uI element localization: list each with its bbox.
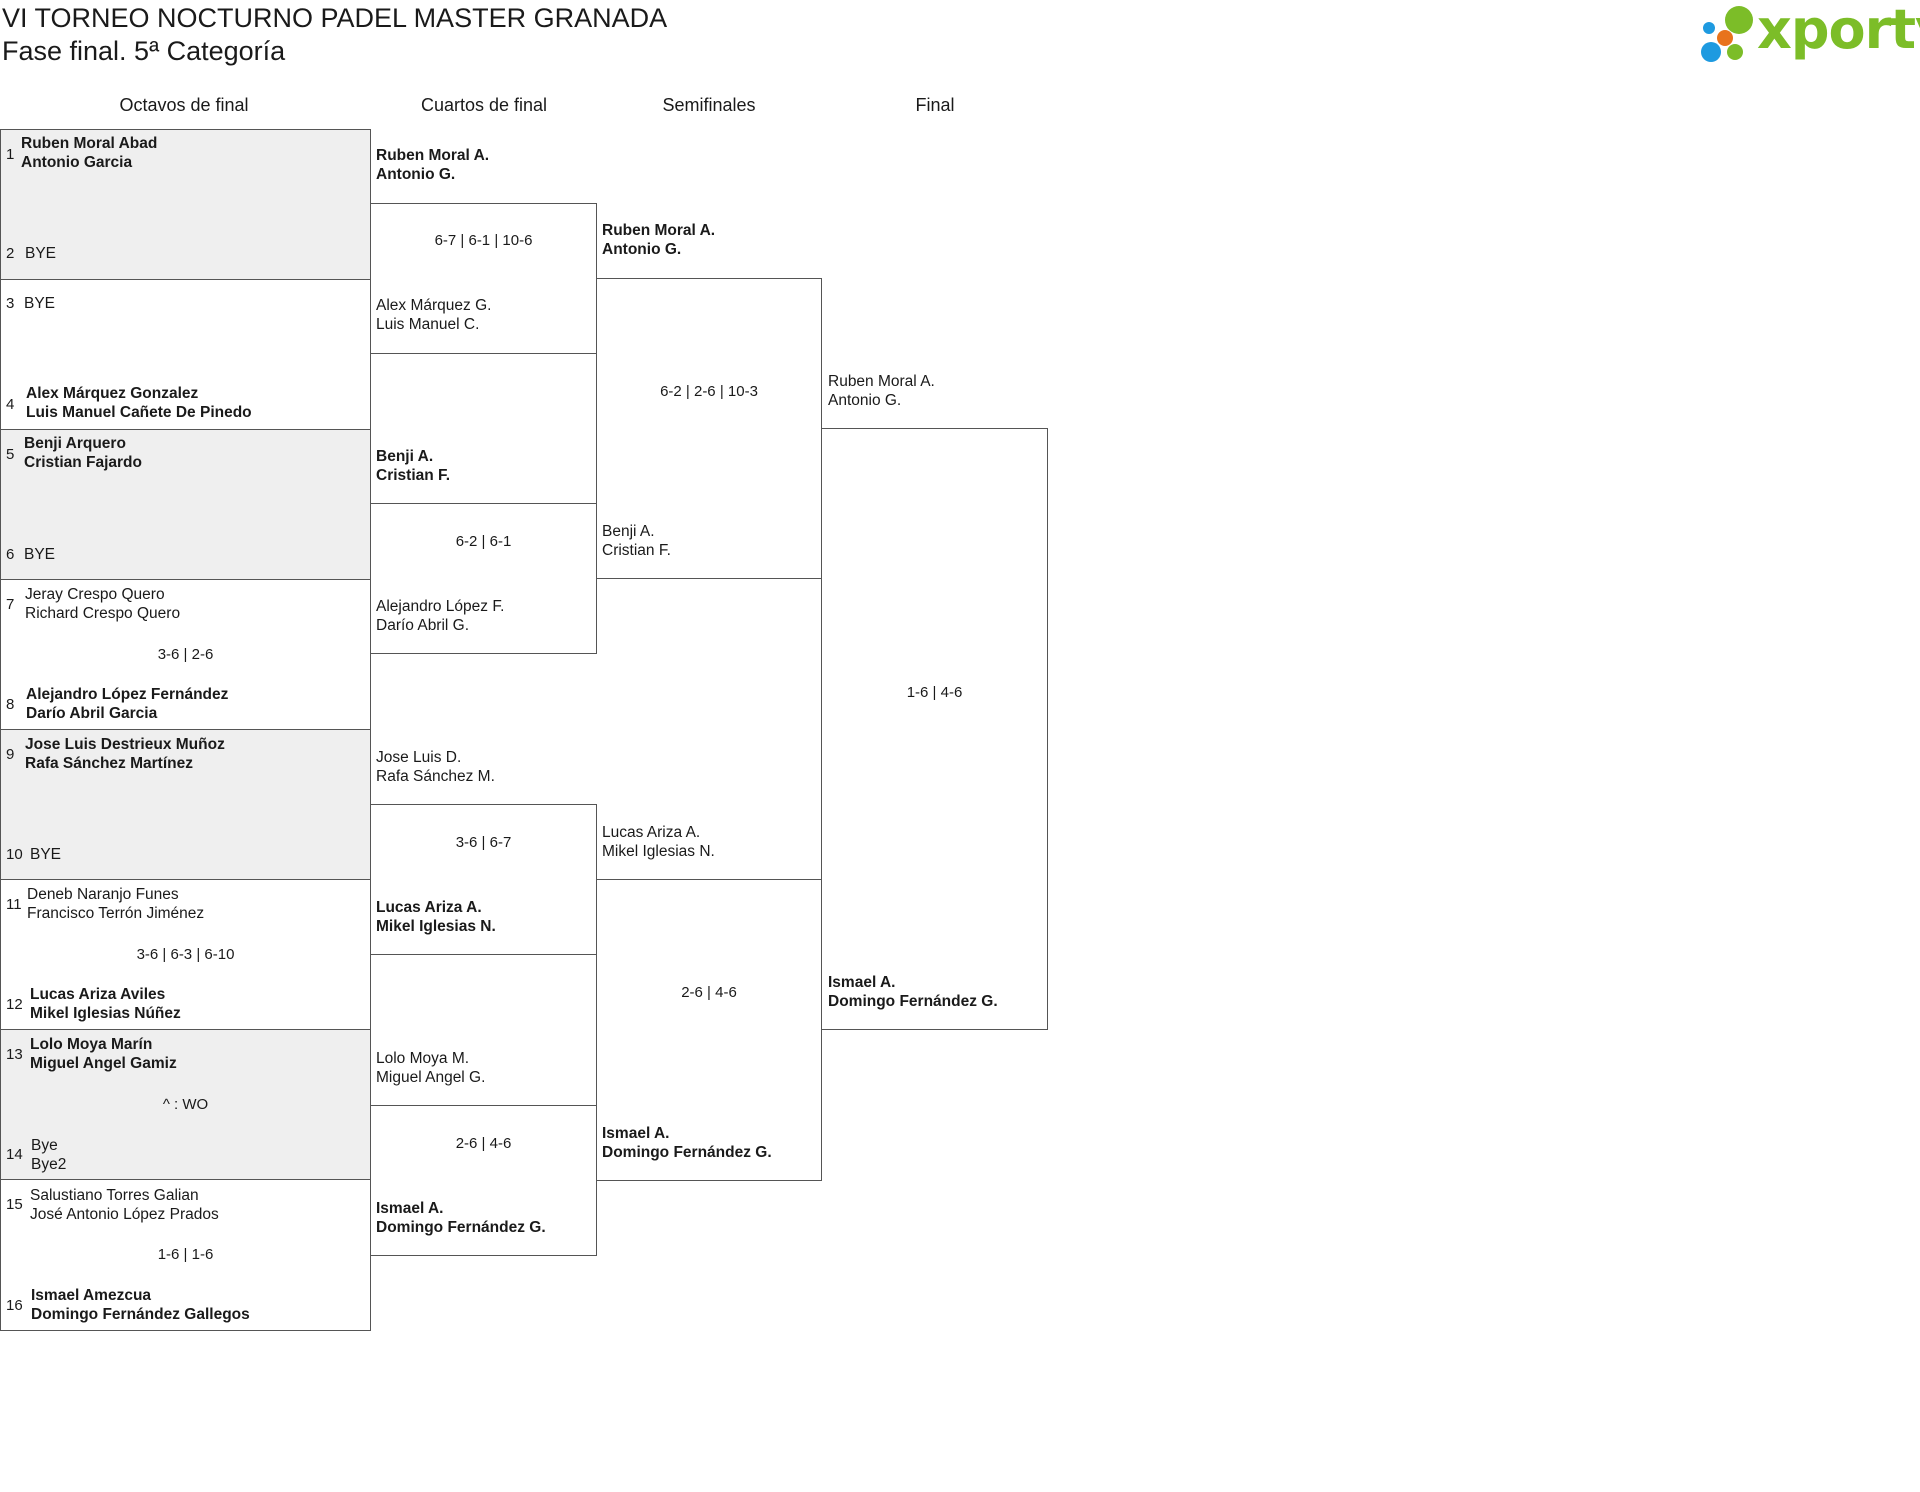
player-team: Jose Luis D.Rafa Sánchez M.	[376, 749, 495, 785]
octavos-match-5	[0, 729, 371, 880]
player-team: Ruben Moral A.Antonio G.	[376, 147, 490, 183]
seed-number: 11	[6, 896, 22, 913]
match-score: 3-6 | 6-7	[455, 834, 512, 851]
match-score: 6-2 | 2-6 | 10-3	[660, 383, 758, 400]
xporty-logo-icon	[1701, 6, 1753, 62]
player-team: BYE	[24, 295, 56, 312]
seed-number: 16	[6, 1297, 23, 1314]
seed-number: 4	[6, 396, 15, 413]
player-team: BYE	[25, 245, 57, 262]
player-team: Alejandro López F.Darío Abril G.	[376, 598, 505, 634]
player-team: Lolo Moya M.Miguel Angel G.	[376, 1050, 486, 1086]
seed-number: 14	[6, 1146, 23, 1163]
match-score: 2-6 | 4-6	[681, 984, 737, 1001]
seed-number: 6	[6, 546, 15, 563]
seed-number: 5	[6, 446, 15, 463]
round-header-semis: Semifinales	[662, 95, 756, 115]
player-team: Lucas Ariza A.Mikel Iglesias N.	[602, 824, 715, 860]
round-header-cuartos: Cuartos de final	[420, 95, 548, 115]
seed-number: 12	[6, 996, 23, 1013]
player-team: Ismael A.Domingo Fernández G.	[828, 974, 998, 1010]
octavos-match-3	[0, 429, 371, 580]
player-team: Ismael A.Domingo Fernández G.	[602, 1125, 772, 1161]
match-score: 3-6 | 6-3 | 6-10	[136, 946, 235, 963]
player-team: Ismael A.Domingo Fernández G.	[376, 1200, 546, 1236]
semis-match-2	[596, 879, 822, 1181]
player-team: BYE	[24, 546, 56, 563]
round-header-octavos: Octavos de final	[119, 95, 249, 115]
match-score: 3-6 | 2-6	[157, 646, 214, 663]
match-score: 6-7 | 6-1 | 10-6	[434, 232, 533, 249]
seed-number: 13	[6, 1046, 23, 1063]
player-team: Lucas Ariza A.Mikel Iglesias N.	[376, 899, 496, 935]
octavos-match-7	[0, 1029, 371, 1180]
match-score: 1-6 | 1-6	[157, 1246, 214, 1263]
final-match	[821, 428, 1048, 1030]
match-score: 6-2 | 6-1	[455, 533, 512, 550]
seed-number: 9	[6, 746, 15, 763]
seed-number: 3	[6, 295, 15, 312]
player-team: Benji A.Cristian F.	[376, 448, 451, 484]
seed-number: 1	[6, 146, 15, 163]
player-team: Benji A.Cristian F.	[602, 523, 671, 559]
player-team: Ruben Moral A.Antonio G.	[602, 222, 716, 258]
seed-number: 15	[6, 1196, 23, 1213]
match-score: ^ : WO	[162, 1096, 209, 1113]
round-header-final: Final	[915, 95, 955, 115]
seed-number: 8	[6, 696, 15, 713]
seed-number: 7	[6, 596, 15, 613]
player-team: Alex Márquez G.Luis Manuel C.	[376, 297, 492, 333]
player-team: Ruben Moral A.Antonio G.	[828, 373, 935, 409]
tournament-title: VI TORNEO NOCTURNO PADEL MASTER GRANADA	[2, 3, 668, 33]
seed-number: 2	[6, 245, 15, 262]
match-score: 2-6 | 4-6	[455, 1135, 512, 1152]
logo-wordmark: xporty	[1757, 0, 1920, 61]
player-team: BYE	[30, 846, 62, 863]
octavos-match-1	[0, 129, 371, 280]
match-score: 1-6 | 4-6	[906, 684, 963, 701]
xporty-logo: xporty	[1695, 0, 1920, 70]
seed-number: 10	[6, 846, 23, 863]
phase-subtitle: Fase final. 5ª Categoría	[2, 36, 286, 66]
